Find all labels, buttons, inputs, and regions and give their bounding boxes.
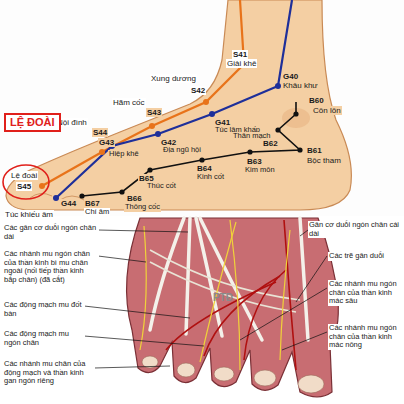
label: Các gân cơ duỗi ngón chân dài — [3, 224, 99, 241]
point-code: G40 — [282, 72, 299, 81]
box-title: LỆ ĐOÀI — [10, 116, 55, 129]
label: Giải khê — [226, 59, 257, 68]
point-code: S44 — [92, 128, 108, 137]
point-code: S45 — [16, 182, 32, 191]
label: Các nhánh mu ngón chân của thần kinh mác… — [328, 324, 402, 350]
label: Các động mạch mu ngón chân — [3, 330, 85, 347]
point-code: S42 — [190, 86, 206, 95]
point-code: B62 — [262, 139, 279, 148]
point-code: B64 — [196, 164, 213, 173]
point-code: G43 — [98, 138, 115, 147]
label: Hiệp khê — [108, 150, 140, 159]
point-code: B66 — [126, 194, 143, 203]
watermark: PTĐ — [212, 292, 234, 304]
label: Gân cơ duỗi ngón chân cái dài — [308, 221, 402, 238]
point-code: S43 — [146, 108, 162, 117]
label: Túc khiếu âm — [4, 210, 54, 219]
label: Các nhánh mu ngón chân của thần kinh mác… — [328, 280, 402, 306]
point-code: S41 — [232, 50, 248, 59]
label: Khâu khư — [282, 81, 319, 90]
label: Xung dương — [150, 74, 197, 83]
label: Nội đình — [56, 118, 88, 127]
point-code: B63 — [246, 157, 263, 166]
label: Kinh cốt — [196, 173, 225, 182]
label: Bộc tham — [306, 156, 342, 165]
highlight-box: LỆ ĐOÀI — [4, 113, 61, 132]
point-code: B60 — [308, 96, 325, 105]
label: Côn lôn — [312, 106, 342, 115]
label: Chí âm — [84, 208, 110, 217]
label: Các động mạch mu đốt bàn — [3, 301, 85, 318]
label: Các nhánh mu chân của động mạch và thần … — [3, 360, 95, 386]
label: Thúc cốt — [146, 182, 177, 191]
label: Lệ đoài — [10, 171, 38, 180]
label: Các nhánh mu ngón chân của thần kinh bì … — [3, 250, 99, 285]
point-code: G44 — [60, 199, 77, 208]
label: Thông cốc — [124, 203, 161, 212]
label: Các trẽ gân duỗi — [328, 252, 402, 261]
point-code: B67 — [84, 199, 101, 208]
label: Kim môn — [244, 166, 276, 175]
label: Hãm cốc — [112, 98, 146, 107]
point-code: B61 — [306, 146, 323, 155]
label: Địa ngũ hội — [162, 146, 202, 155]
